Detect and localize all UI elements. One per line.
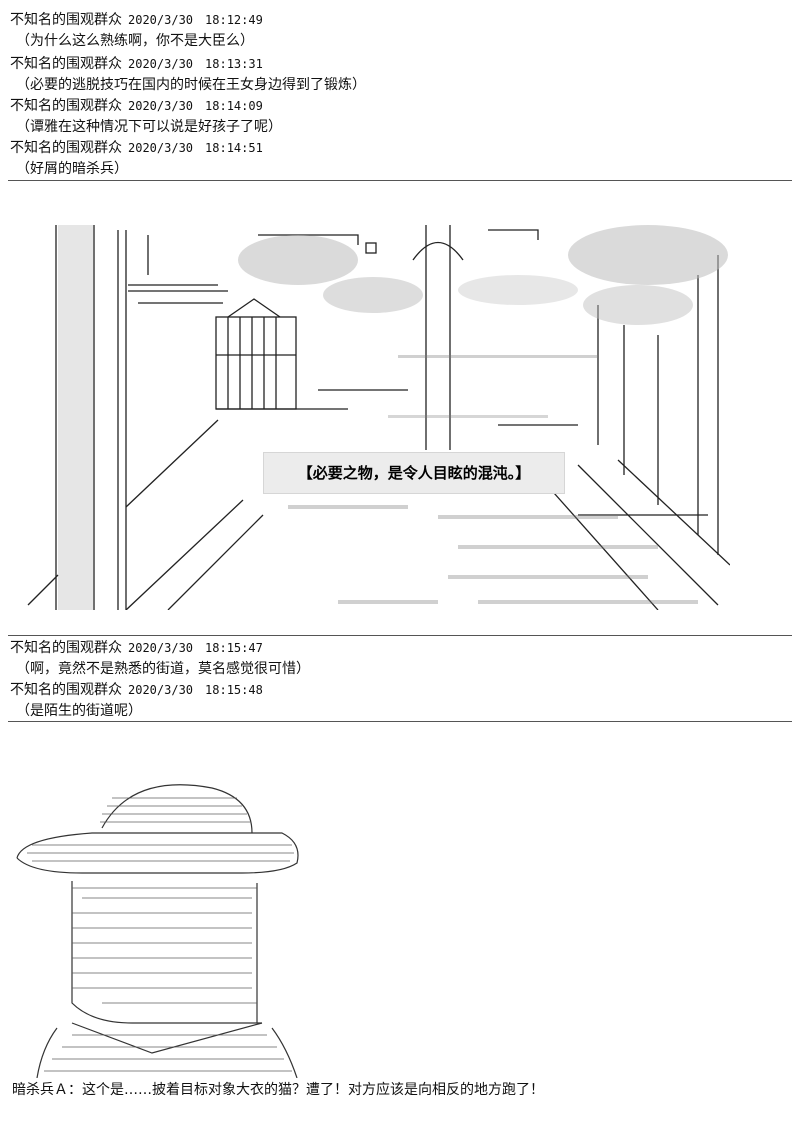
comment-header: 不知名的围观群众 2020/3/30 18:13:31: [10, 54, 366, 75]
comment-text: （必要的逃脱技巧在国内的时候在王女身边得到了锻炼）: [16, 77, 366, 93]
divider: [8, 721, 792, 722]
comment-user: 不知名的围观群众: [10, 56, 122, 72]
comment-header: 不知名的围观群众 2020/3/30 18:15:47: [10, 638, 310, 659]
comment-timestamp: 2020/3/30 18:14:09: [128, 99, 263, 113]
comment-user: 不知名的围观群众: [10, 682, 122, 698]
comment-timestamp: 2020/3/30 18:12:49: [128, 13, 263, 27]
dialogue-line: 暗杀兵Ａ：这个是……披着目标对象大衣的猫？遭了！对方应该是向相反的地方跑了！: [12, 1082, 544, 1098]
comment-text: （是陌生的街道呢）: [16, 703, 142, 719]
comment-text: （谭雅在这种情况下可以说是好孩子了呢）: [16, 119, 282, 135]
comment-3: 不知名的围观群众 2020/3/30 18:14:09 （谭雅在这种情况下可以说是…: [10, 96, 282, 138]
comment-timestamp: 2020/3/30 18:15:48: [128, 683, 263, 697]
comment-user: 不知名的围观群众: [10, 640, 122, 656]
comment-header: 不知名的围观群众 2020/3/30 18:12:49: [10, 10, 263, 31]
street-scene-illustration: [27, 225, 730, 610]
comment-6: 不知名的围观群众 2020/3/30 18:15:48 （是陌生的街道呢）: [10, 680, 263, 722]
comment-header: 不知名的围观群众 2020/3/30 18:14:09: [10, 96, 282, 117]
comment-4: 不知名的围观群众 2020/3/30 18:14:51 （好屑的暗杀兵）: [10, 138, 263, 180]
comment-2: 不知名的围观群众 2020/3/30 18:13:31 （必要的逃脱技巧在国内的时…: [10, 54, 366, 96]
scene-caption: 【必要之物，是令人目眩的混沌。】: [263, 452, 565, 494]
comment-header: 不知名的围观群众 2020/3/30 18:14:51: [10, 138, 263, 159]
comment-text: （好屑的暗杀兵）: [16, 161, 128, 177]
divider: [8, 635, 792, 636]
comment-1: 不知名的围观群众 2020/3/30 18:12:49 （为什么这么熟练啊，你不是…: [10, 10, 263, 52]
comment-user: 不知名的围观群众: [10, 12, 122, 28]
comment-user: 不知名的围观群众: [10, 140, 122, 156]
comment-timestamp: 2020/3/30 18:13:31: [128, 57, 263, 71]
comment-header: 不知名的围观群众 2020/3/30 18:15:48: [10, 680, 263, 701]
comment-5: 不知名的围观群众 2020/3/30 18:15:47 （啊，竟然不是熟悉的街道，…: [10, 638, 310, 680]
hat-figure-illustration: [16, 784, 299, 1078]
divider: [8, 180, 792, 181]
comment-timestamp: 2020/3/30 18:15:47: [128, 641, 263, 655]
comment-timestamp: 2020/3/30 18:14:51: [128, 141, 263, 155]
comment-text: （啊，竟然不是熟悉的街道，莫名感觉很可惜）: [16, 661, 310, 677]
comment-user: 不知名的围观群众: [10, 98, 122, 114]
comment-text: （为什么这么熟练啊，你不是大臣么）: [16, 33, 254, 49]
